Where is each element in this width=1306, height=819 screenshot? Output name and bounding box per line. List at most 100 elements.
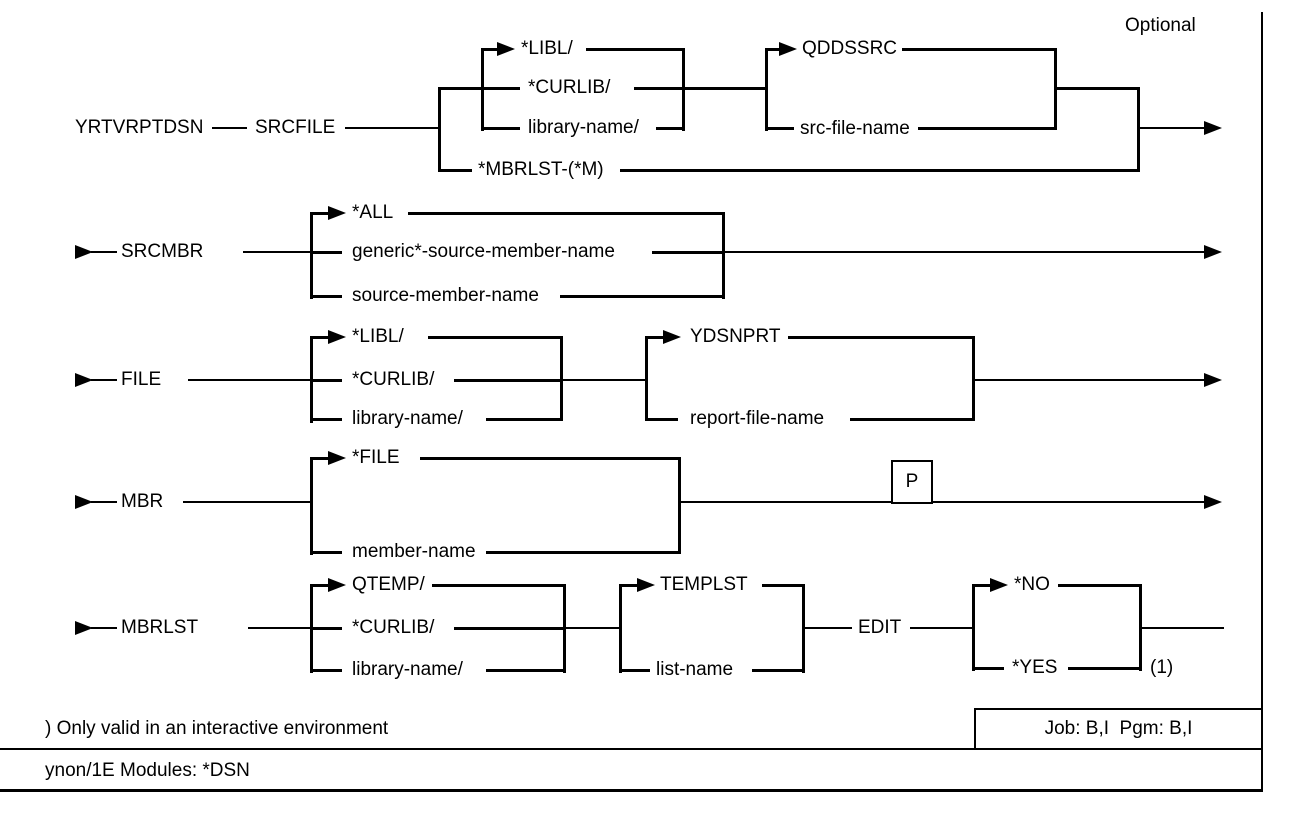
branch-v-line [481, 48, 484, 131]
param-mbr-label: MBR [121, 491, 164, 512]
flow-arrow-icon [1204, 121, 1222, 135]
option-generic-member-label: generic*-source-member-name [352, 241, 615, 262]
connector-h-line [680, 501, 1206, 503]
branch-h-line [486, 551, 681, 554]
option-src-file-name-label: src-file-name [800, 118, 910, 139]
option-library-name-label: library-name/ [352, 408, 463, 429]
connector-h-line [804, 627, 852, 629]
branch-h-line [481, 127, 520, 130]
connector-h-line [565, 627, 621, 629]
option-library-name-label: library-name/ [352, 659, 463, 680]
connector-h-line [682, 87, 768, 90]
connector-h-line [188, 379, 312, 381]
protect-marker-box: P [891, 460, 933, 504]
branch-h-line [408, 212, 725, 215]
branch-h-line [1058, 584, 1142, 587]
branch-h-line [310, 379, 342, 382]
option-no-label: *NO [1014, 574, 1050, 595]
flow-arrow-icon [1204, 495, 1222, 509]
option-source-member-label: source-member-name [352, 285, 539, 306]
connector-h-line [562, 379, 647, 381]
optional-label: Optional [1125, 15, 1196, 36]
option-curlib-label: *CURLIB/ [528, 77, 611, 98]
branch-h-line [620, 169, 1140, 172]
separator-line [0, 748, 1263, 750]
connector-h-line [1141, 627, 1224, 629]
option-libl-label: *LIBL/ [521, 38, 573, 59]
option-qtemp-label: QTEMP/ [352, 574, 425, 595]
branch-h-line [972, 584, 992, 587]
branch-h-line [972, 667, 1004, 670]
branch-h-line [652, 251, 725, 254]
option-all-label: *ALL [352, 202, 394, 223]
branch-h-line [438, 87, 520, 90]
param-edit-label: EDIT [858, 617, 902, 638]
default-arrow-icon [328, 330, 346, 344]
default-arrow-icon [637, 578, 655, 592]
branch-h-line [619, 584, 639, 587]
connector-h-line [183, 501, 312, 503]
option-qddssrc-label: QDDSSRC [802, 38, 898, 59]
connector-h-line [1054, 87, 1140, 90]
branch-v-line [972, 584, 975, 671]
job-pgm-label: Job: B,I Pgm: B,I [1044, 718, 1193, 739]
branch-h-line [310, 336, 330, 339]
param-srcfile-label: SRCFILE [255, 117, 336, 138]
job-pgm-box: Job: B,I Pgm: B,I [974, 708, 1263, 750]
option-report-file-label: report-file-name [690, 408, 825, 429]
branch-h-line [310, 295, 342, 298]
branch-h-line [310, 627, 342, 630]
branch-h-line [645, 336, 665, 339]
param-mbrlst-label: MBRLST [121, 617, 199, 638]
branch-h-line [310, 251, 342, 254]
connector-h-line [91, 251, 117, 253]
param-file-label: FILE [121, 369, 162, 390]
branch-h-line [645, 418, 678, 421]
option-file-default-label: *FILE [352, 447, 400, 468]
option-curlib-label: *CURLIB/ [352, 617, 435, 638]
connector-h-line [91, 501, 117, 503]
continuation-arrow-icon [75, 495, 93, 509]
option-mbrlst-m-label: *MBRLST-(*M) [478, 159, 604, 180]
branch-h-line [310, 551, 342, 554]
connector-h-line [1139, 127, 1206, 129]
flow-arrow-icon [1204, 373, 1222, 387]
option-member-name-label: member-name [352, 541, 476, 562]
branch-h-line [310, 212, 330, 215]
footnote-label: ) Only valid in an interactive environme… [45, 718, 389, 739]
branch-h-line [656, 127, 685, 130]
default-arrow-icon [328, 578, 346, 592]
right-border-line [1261, 12, 1263, 792]
branch-h-line [310, 669, 342, 672]
option-libl-label: *LIBL/ [352, 326, 404, 347]
param-srcmbr-label: SRCMBR [121, 241, 204, 262]
branch-h-line [634, 87, 685, 90]
connector-h-line [243, 251, 312, 253]
branch-h-line [560, 295, 725, 298]
branch-h-line [788, 336, 975, 339]
default-arrow-icon [779, 42, 797, 56]
connector-h-line [974, 379, 1206, 381]
flow-arrow-icon [1204, 245, 1222, 259]
branch-h-line [918, 127, 1056, 130]
option-library-name-label: library-name/ [528, 117, 639, 138]
option-ydsnprt-label: YDSNPRT [690, 326, 781, 347]
merge-v-line [722, 212, 725, 299]
branch-h-line [310, 418, 342, 421]
merge-v-line [563, 584, 566, 673]
branch-v-line [765, 48, 768, 131]
option-curlib-label: *CURLIB/ [352, 369, 435, 390]
connector-h-line [724, 251, 1206, 253]
merge-v-line [1137, 87, 1140, 172]
branch-v-line [645, 336, 648, 421]
branch-h-line [850, 418, 975, 421]
merge-v-line [678, 457, 681, 554]
merge-v-line [560, 336, 563, 421]
note-ref-label: (1) [1150, 657, 1174, 678]
branch-h-line [765, 48, 781, 51]
connector-h-line [248, 627, 312, 629]
branch-h-line [454, 627, 565, 630]
branch-h-line [902, 48, 1056, 51]
command-label: YRTVRPTDSN [75, 117, 204, 138]
